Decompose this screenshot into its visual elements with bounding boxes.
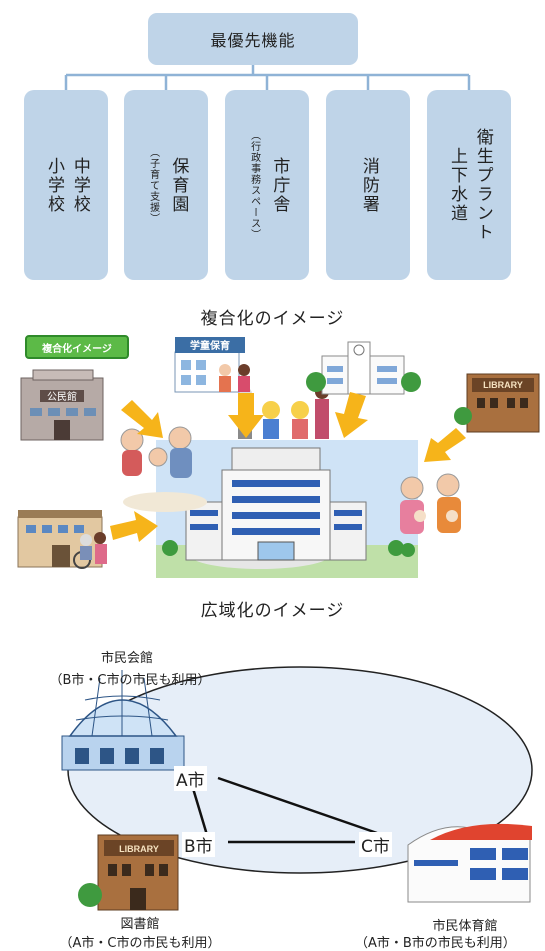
library-sign: LIBRARY: [119, 844, 159, 854]
gakudo-sign: 学童保育: [190, 339, 230, 352]
column-nursery-label: 保育園: [168, 156, 189, 214]
composite-title-text: 複合化のイメージ: [200, 309, 345, 329]
column-utilities-line2: 上下水道: [447, 147, 467, 223]
column-schools: 中学校 小学校: [24, 90, 108, 280]
elderly-group: [120, 426, 207, 512]
school-building: [306, 341, 421, 395]
library-name: 図書館: [120, 917, 160, 932]
column-nursery-note: （子育て支援）: [147, 146, 159, 224]
column-schools-line2: 小学校: [44, 156, 64, 214]
column-fire-label: 消防署: [358, 156, 379, 214]
wide-area-map: LIBRARY: [61, 666, 533, 911]
family-group: [400, 473, 461, 534]
composite-badge-text: 複合化イメージ: [42, 343, 112, 355]
column-nursery: 保育園 （子育て支援）: [124, 90, 208, 280]
gakudo-building: 学童保育: [174, 337, 250, 393]
top-priority-label: 最優先機能: [210, 31, 296, 50]
library-sign-top: LIBRARY: [483, 380, 523, 390]
central-complex: [156, 440, 418, 578]
city-a-label: A市: [174, 766, 207, 791]
civic-hall-name: 市民会館: [100, 651, 153, 666]
column-schools-line1: 中学校: [69, 156, 90, 214]
priority-connectors: [64, 65, 471, 90]
column-city-hall-note: （行政事務スペース）: [248, 130, 260, 240]
column-city-hall: 市庁舎 （行政事務スペース）: [225, 90, 309, 280]
city-c-label: C市: [359, 832, 392, 857]
kominkan-sign: 公民館: [47, 390, 77, 403]
city-links: [190, 776, 378, 844]
column-utilities: 衛生プラント 上下水道: [427, 90, 511, 280]
composite-illustration: 公民館 学童保育 LIBRARY: [17, 337, 540, 578]
city-b-label: B市: [182, 832, 215, 857]
column-utilities-line1: 衛生プラント: [472, 128, 493, 242]
column-city-hall-label: 市庁舎: [269, 156, 290, 214]
composite-badge: 複合化イメージ: [25, 335, 129, 359]
library-building-top: LIBRARY: [454, 373, 540, 433]
top-priority-box: 最優先機能: [148, 13, 358, 65]
gym-note: （A市・B市の市民も利用）: [355, 936, 516, 951]
column-fire: 消防署: [326, 90, 410, 280]
civic-hall-note: （B市・C市の市民も利用）: [49, 673, 211, 688]
composite-title: 複合化のイメージ: [0, 304, 545, 329]
library-building: LIBRARY: [78, 834, 179, 911]
gym-name: 市民体育館: [432, 919, 498, 934]
wide-area-title-text: 広域化のイメージ: [200, 601, 345, 621]
kominkan-building: 公民館: [20, 369, 104, 441]
gym-building: [407, 823, 532, 903]
library-note: （A市・C市の市民も利用）: [59, 936, 221, 951]
wide-area-title: 広域化のイメージ: [0, 596, 545, 621]
composite-arrows: [110, 392, 466, 542]
care-facility-building: [17, 510, 107, 569]
civic-hall-building: [61, 670, 185, 771]
